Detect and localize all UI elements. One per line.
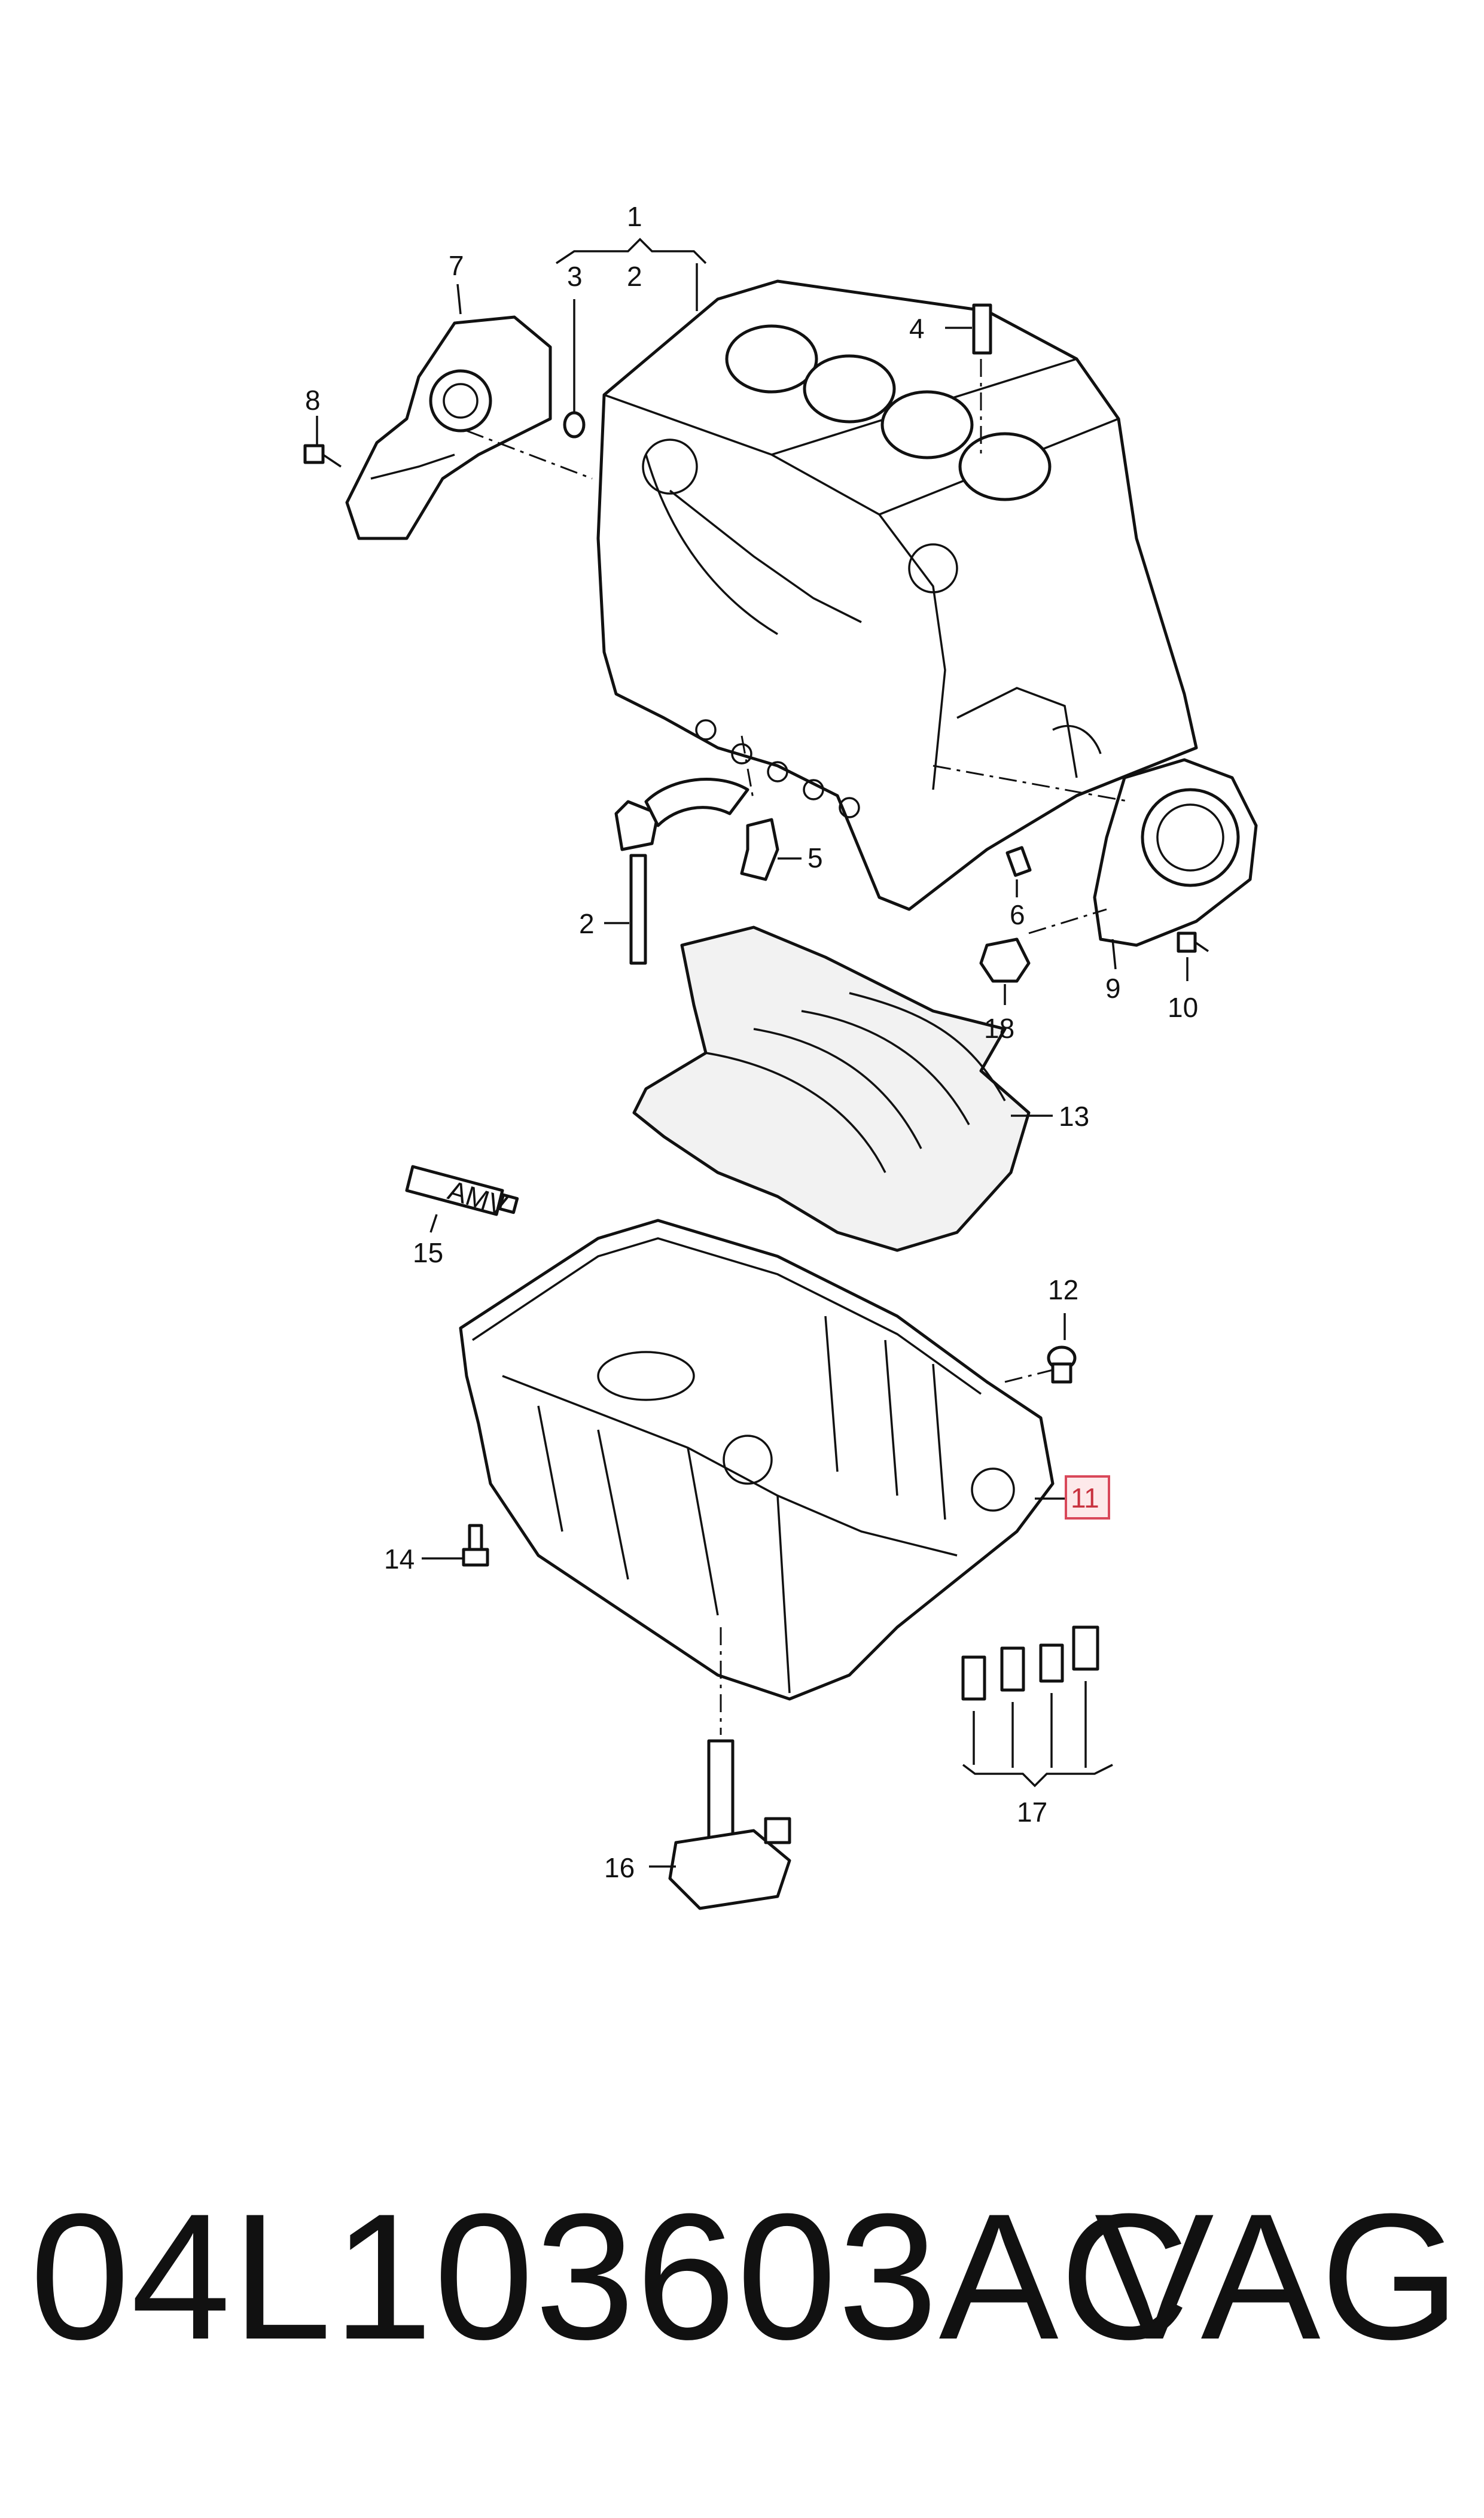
oil-pressure-switches-17 — [961, 1625, 1099, 1701]
callout-4[interactable]: 4 — [909, 313, 925, 344]
callout-14[interactable]: 14 — [384, 1543, 415, 1575]
callout-12[interactable]: 12 — [1048, 1274, 1078, 1305]
engine-block — [596, 279, 1198, 911]
cap-18 — [979, 937, 1031, 983]
callout-8[interactable]: 8 — [305, 385, 321, 416]
leader-lines — [316, 238, 1189, 1868]
tube-label: AMV — [444, 1174, 511, 1222]
callout-15[interactable]: 15 — [413, 1237, 443, 1268]
brand-name: VAG — [1094, 2176, 1460, 2377]
assembly-lines — [466, 359, 1131, 1735]
stud-4 — [972, 303, 992, 355]
sealant-tube-15: AMV — [405, 1165, 519, 1222]
drain-plug-12 — [1047, 1345, 1077, 1384]
part-number: 04L103603AC — [30, 2176, 1191, 2377]
callouts: 1 2 3 4 5 6 7 8 9 10 11 12 13 14 15 16 1… — [305, 201, 1198, 1883]
callout-2-top[interactable]: 2 — [627, 261, 642, 292]
callout-11-highlight — [1065, 1475, 1110, 1520]
callout-18[interactable]: 18 — [984, 1013, 1014, 1044]
callout-3[interactable]: 3 — [567, 261, 583, 292]
dowel-3 — [563, 411, 586, 439]
footer: 04L103603AC VAG — [0, 2178, 1484, 2375]
callout-16[interactable]: 16 — [604, 1852, 635, 1883]
callout-2-bolt[interactable]: 2 — [579, 908, 595, 939]
oil-sump-11[interactable] — [459, 1219, 1055, 1701]
bolt-14 — [462, 1524, 489, 1567]
oil-level-sensor-16 — [668, 1739, 791, 1910]
callout-10[interactable]: 10 — [1168, 992, 1198, 1023]
callout-9[interactable]: 9 — [1105, 973, 1121, 1004]
callout-17[interactable]: 17 — [1017, 1797, 1047, 1828]
baffle-plate-13 — [632, 925, 1031, 1252]
bolt-2 — [629, 854, 647, 965]
pin-6 — [1005, 846, 1032, 877]
callout-5[interactable]: 5 — [807, 842, 823, 873]
piston-cooling-jet-5 — [740, 818, 779, 881]
bolt-10 — [1177, 931, 1209, 953]
seal-flange-front — [1093, 758, 1258, 947]
callout-7[interactable]: 7 — [449, 250, 464, 281]
callout-6[interactable]: 6 — [1010, 899, 1025, 930]
callout-11[interactable]: 11 — [1071, 1482, 1099, 1514]
bolt-8 — [303, 444, 342, 468]
seal-flange-rear — [345, 315, 552, 540]
callout-1[interactable]: 1 — [627, 201, 642, 232]
callout-13[interactable]: 13 — [1059, 1101, 1089, 1132]
main-bearing-cap — [614, 778, 749, 851]
